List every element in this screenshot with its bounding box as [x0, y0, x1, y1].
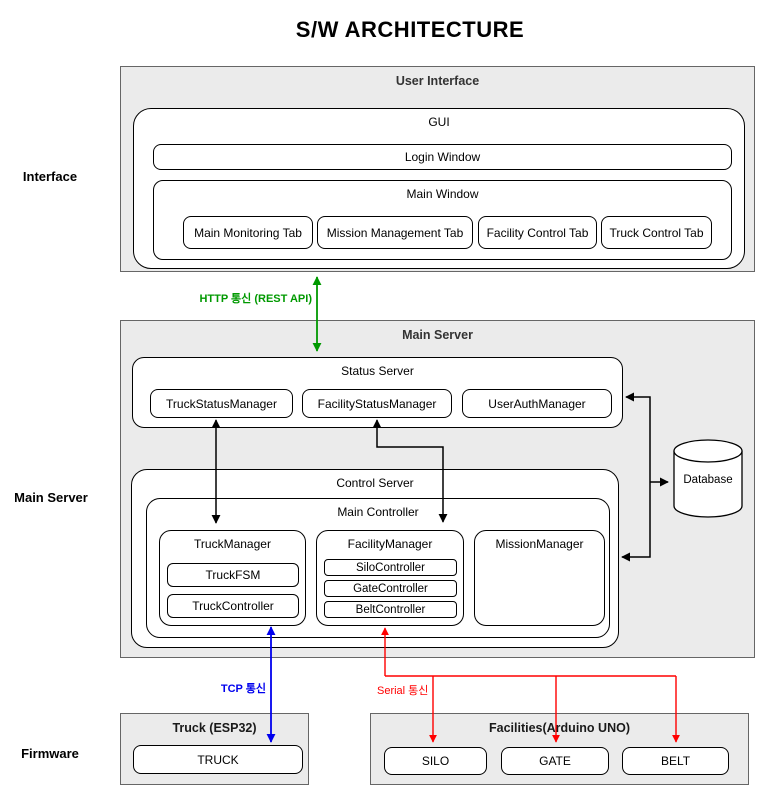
- box-truck-status-manager: TruckStatusManager: [150, 389, 293, 418]
- box-control-server: Control Server Main Controller TruckMana…: [131, 469, 619, 648]
- mission-manager-label: MissionManager: [495, 537, 584, 551]
- section-truck-esp32: Truck (ESP32) TRUCK: [120, 713, 309, 785]
- box-belt: BELT: [622, 747, 729, 775]
- box-gui: GUI Login Window Main Window Main Monito…: [133, 108, 745, 269]
- tab-mission-management: Mission Management Tab: [317, 216, 473, 249]
- box-truck-manager: TruckManager TruckFSM TruckController: [159, 530, 306, 626]
- facility-manager-label: FacilityManager: [347, 537, 433, 551]
- section-main-server: Main Server Status Server TruckStatusMan…: [120, 320, 755, 658]
- box-mission-manager: MissionManager: [474, 530, 605, 626]
- control-server-label: Control Server: [336, 476, 414, 490]
- box-main-window: Main Window Main Monitoring Tab Mission …: [153, 180, 732, 260]
- section-title-facilities: Facilities(Arduino UNO): [489, 721, 630, 735]
- gui-label: GUI: [428, 115, 450, 129]
- box-login-window: Login Window: [153, 144, 732, 170]
- box-silo-controller: SiloController: [324, 559, 457, 576]
- box-user-auth-manager: UserAuthManager: [462, 389, 612, 418]
- box-belt-controller: BeltController: [324, 601, 457, 618]
- section-facilities-arduino: Facilities(Arduino UNO) SILO GATE BELT: [370, 713, 749, 785]
- box-facility-manager: FacilityManager SiloController GateContr…: [316, 530, 464, 626]
- truck-manager-label: TruckManager: [194, 537, 271, 551]
- tab-truck-control: Truck Control Tab: [601, 216, 712, 249]
- tab-facility-control: Facility Control Tab: [478, 216, 597, 249]
- box-gate-controller: GateController: [324, 580, 457, 597]
- label-tcp-connection: TCP 통신: [220, 683, 266, 695]
- main-controller-label: Main Controller: [337, 505, 419, 519]
- status-server-label: Status Server: [341, 364, 414, 378]
- section-user-interface: User Interface GUI Login Window Main Win…: [120, 66, 755, 272]
- label-http-connection: HTTP 통신 (REST API): [199, 293, 312, 305]
- database-label: Database: [683, 474, 733, 486]
- tab-main-monitoring: Main Monitoring Tab: [183, 216, 313, 249]
- box-truck-fsm: TruckFSM: [167, 563, 299, 587]
- box-truck: TRUCK: [133, 745, 303, 774]
- section-title-main-server: Main Server: [402, 328, 473, 342]
- box-silo: SILO: [384, 747, 487, 775]
- row-label-interface: Interface: [22, 169, 78, 184]
- box-gate: GATE: [501, 747, 609, 775]
- row-label-firmware: Firmware: [21, 746, 79, 761]
- label-serial-connection: Serial 통신: [377, 685, 429, 697]
- box-facility-status-manager: FacilityStatusManager: [302, 389, 452, 418]
- box-main-controller: Main Controller TruckManager TruckFSM Tr…: [146, 498, 610, 638]
- row-label-main-server: Main Server: [14, 490, 88, 505]
- main-window-label: Main Window: [406, 187, 479, 201]
- page-title: S/W ARCHITECTURE: [295, 17, 525, 42]
- box-truck-controller: TruckController: [167, 594, 299, 618]
- box-status-server: Status Server TruckStatusManager Facilit…: [132, 357, 623, 428]
- section-title-truck: Truck (ESP32): [172, 721, 257, 735]
- section-title-user-interface: User Interface: [395, 74, 480, 88]
